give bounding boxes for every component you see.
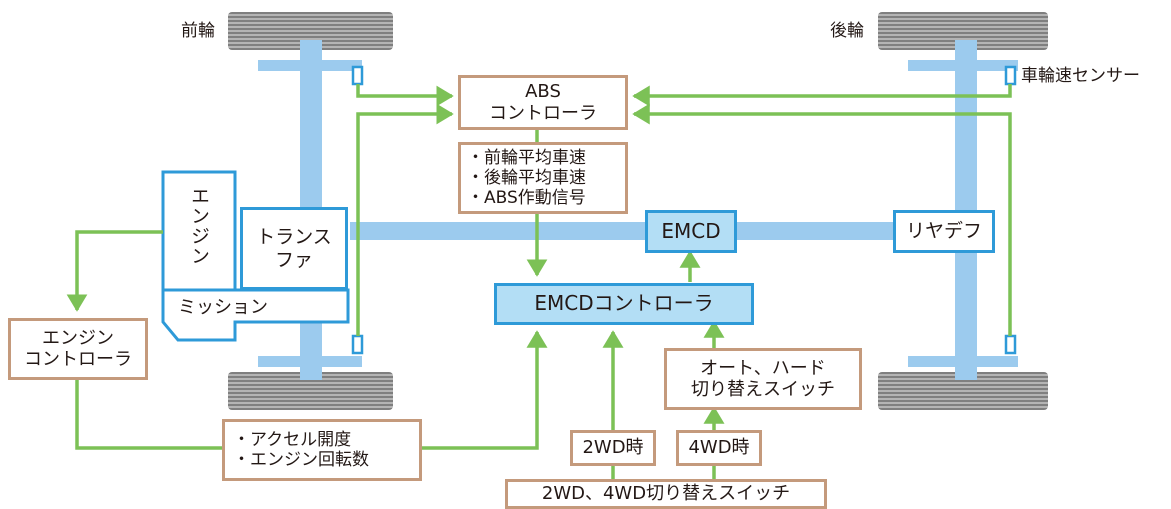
engine-controller-line1: エンジン xyxy=(42,327,114,349)
auto-hard-switch-line1: オート、ハード xyxy=(700,357,826,379)
abs-controller-line2: コントローラ xyxy=(489,102,597,124)
engine-rpm-label: ・エンジン回転数 xyxy=(233,450,369,470)
emcd-controller-label: EMCDコントローラ xyxy=(534,291,714,316)
rear-diff-label: リヤデフ xyxy=(905,220,982,243)
engine-label: エンジン xyxy=(188,186,210,266)
transfer-line2: ファ xyxy=(274,248,313,271)
auto-hard-switch-box: オート、ハード 切り替えスイッチ xyxy=(664,348,862,410)
mission-label: ミッション xyxy=(178,297,268,318)
engine-controller-box: エンジン コントローラ xyxy=(8,318,148,380)
rear-tire-bottom xyxy=(878,372,1048,410)
emcd-label: EMCD xyxy=(661,218,721,243)
front-left-tire-top xyxy=(228,12,393,50)
sensor-front-bottom xyxy=(351,334,364,355)
rear-tire-top xyxy=(878,12,1048,50)
engine-controller-line2: コントローラ xyxy=(24,349,132,370)
sensor-rear-top xyxy=(1004,65,1017,86)
auto-hard-switch-line2: 切り替えスイッチ xyxy=(691,379,835,400)
front-left-tire-bottom xyxy=(228,372,393,410)
rear-wheel-label: 後輪 xyxy=(830,21,864,41)
sensor-front-top xyxy=(351,65,364,86)
abs-output-rear-speed: ・後輪平均車速 xyxy=(467,167,586,188)
two-wd-time-box: 2WD時 xyxy=(570,430,656,466)
abs-output-signals-box: ・前輪平均車速 ・後輪平均車速 ・ABS作動信号 xyxy=(458,142,628,214)
accel-opening-label: ・アクセル開度 xyxy=(233,429,352,450)
engine-housing xyxy=(161,170,350,342)
emcd-box: EMCD xyxy=(645,210,737,253)
engine-signals-box: ・アクセル開度 ・エンジン回転数 xyxy=(222,419,422,481)
abs-controller-line1: ABS xyxy=(525,81,561,103)
front-wheel-label: 前輪 xyxy=(181,21,215,41)
transfer-box: トランス ファ xyxy=(240,207,348,290)
wheel-speed-sensor-label: 車輪速センサー xyxy=(1021,66,1140,86)
drive-shafts xyxy=(258,40,1018,380)
abs-output-abs-signal: ・ABS作動信号 xyxy=(467,188,586,209)
drive-mode-switch-label: 2WD、4WD切り替えスイッチ xyxy=(541,483,791,505)
four-wd-time-label: 4WD時 xyxy=(688,437,750,459)
signal-lines xyxy=(66,84,1012,482)
two-wd-time-label: 2WD時 xyxy=(582,437,644,459)
emcd-controller-box: EMCDコントローラ xyxy=(494,283,754,325)
drive-mode-switch-box: 2WD、4WD切り替えスイッチ xyxy=(505,479,827,509)
transfer-line1: トランス xyxy=(256,226,332,249)
rear-diff-box: リヤデフ xyxy=(893,210,995,253)
abs-controller-box: ABS コントローラ xyxy=(458,75,628,130)
sensor-rear-bottom xyxy=(1004,334,1017,355)
four-wd-time-box: 4WD時 xyxy=(676,430,762,466)
abs-output-front-speed: ・前輪平均車速 xyxy=(467,147,586,168)
